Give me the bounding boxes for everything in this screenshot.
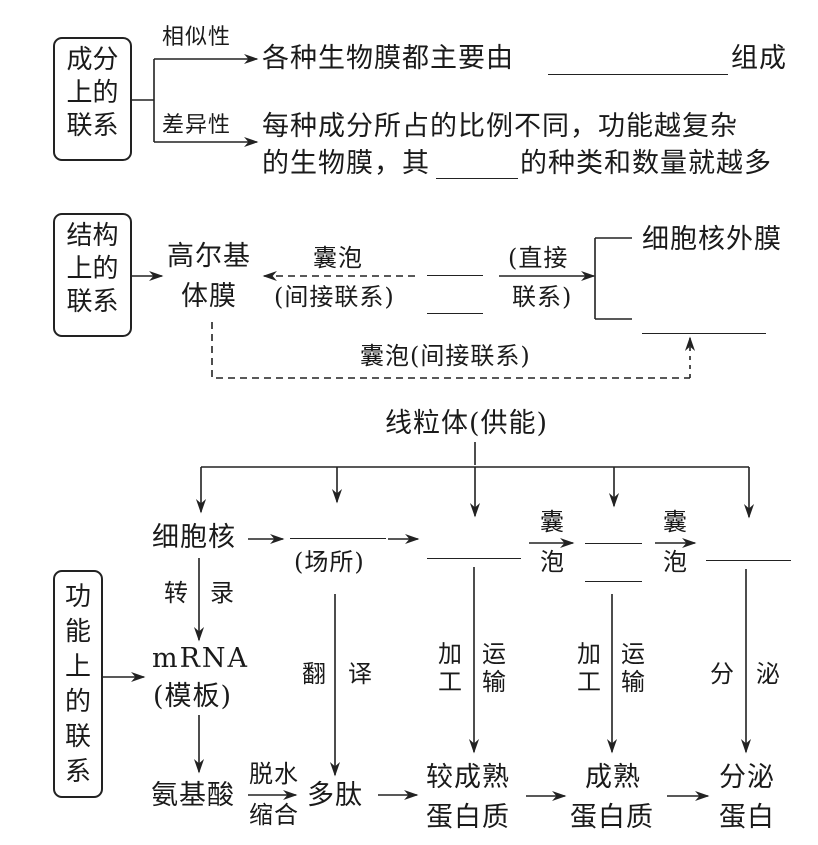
function-box-label: 功 能 上 的 联 系 [64,582,91,787]
mitochondria-label: 线粒体(供能) [385,408,549,439]
er-blank-bottom [427,313,483,314]
bottom-dashed-path [211,322,690,379]
transcription-right: 录 [210,579,235,607]
transcription-left: 转 [164,579,189,607]
composition-box-label: 成分 上的 联系 [66,45,119,141]
nucleus-label: 细胞核 [152,522,236,553]
membrane-blank [706,560,791,561]
process2-left-1: 加 [577,640,602,668]
golgi-line2: 体膜 [181,281,237,312]
similarity-blank [548,74,728,75]
vesicle2-bottom: 泡 [663,548,688,576]
immature-protein-line2: 蛋白质 [426,802,510,833]
function-box [53,570,103,798]
vesicle-bottom-label: 囊泡(间接联系) [360,342,531,370]
vesicle1-bottom: 泡 [540,548,565,576]
dehydration-top: 脱水 [249,760,299,788]
secretory-protein-line2: 蛋白 [719,802,775,833]
translation-right: 译 [348,660,373,688]
ribosome-blank [290,538,386,539]
immature-protein-line1: 较成熟 [426,762,510,793]
direct-label-line2: 联系) [512,283,573,311]
direct-label-line1: (直接 [508,244,569,272]
vesicle1-top: 囊 [540,508,565,536]
secrete-right: 泌 [756,660,781,688]
golgi-line1: 高尔基 [167,241,251,272]
template-label: (模板) [153,681,233,712]
difference-line2-prefix: 的生物膜，其 [262,148,430,179]
structure-box [53,213,132,337]
process2-left-2: 工 [577,668,602,696]
vesicle2-top: 囊 [663,508,688,536]
site-label: (场所) [294,548,365,576]
process1-right-2: 输 [482,668,507,696]
process2-right-2: 输 [621,668,646,696]
difference-blank [436,178,518,179]
process1-left-2: 工 [438,668,463,696]
er-blank-top [427,275,483,276]
mrna-label: mRNA [152,643,250,674]
vesicle-top-label: 囊泡 [313,244,363,272]
golgi-blank-bottom [585,581,642,582]
er-blank [427,558,521,559]
cell-membrane-blank [642,333,766,334]
polypeptide-label: 多肽 [307,780,363,811]
translation-left: 翻 [302,660,327,688]
process2-right-1: 运 [621,640,646,668]
indirect-top-label: (间接联系) [274,283,395,311]
golgi-blank-top [585,543,642,544]
secretory-protein-line1: 分泌 [719,762,775,793]
similarity-label: 相似性 [162,25,232,50]
structure-box-label: 结构 上的 联系 [66,221,119,317]
dehydration-bottom: 缩合 [249,801,299,829]
secrete-left: 分 [710,660,735,688]
mature-protein-line1: 成熟 [585,762,641,793]
amino-acid-label: 氨基酸 [151,780,235,811]
process1-right-1: 运 [482,640,507,668]
difference-line1: 每种成分所占的比例不同，功能越复杂 [262,111,738,142]
similarity-text: 各种生物膜都主要由 [262,43,514,74]
similarity-suffix: 组成 [731,43,787,74]
mature-protein-line2: 蛋白质 [570,802,654,833]
composition-box [53,37,132,161]
difference-label: 差异性 [162,113,232,138]
process1-left-1: 加 [438,640,463,668]
nuclear-outer-membrane: 细胞核外膜 [642,224,782,255]
difference-line2-suffix: 的种类和数量就越多 [520,148,772,179]
